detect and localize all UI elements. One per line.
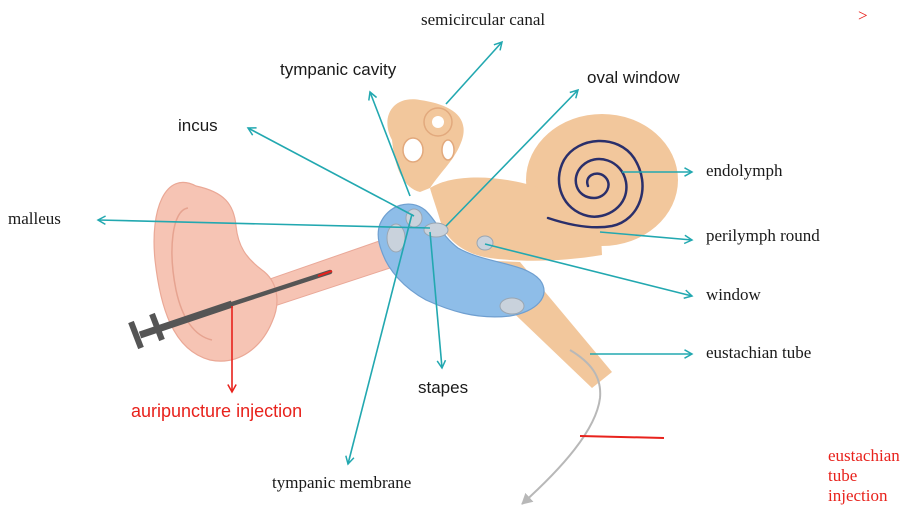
label-semicircular-canal: semicircular canal: [421, 10, 545, 30]
label-oval-window: oval window: [587, 68, 680, 88]
eustachian-opening: [500, 298, 524, 314]
semicircular-loop-inner: [432, 116, 444, 128]
label-stapes: stapes: [418, 378, 468, 398]
label-perilymph-round: perilymph round: [706, 226, 820, 246]
malleus-bone: [387, 224, 405, 252]
label-eustachian-tube: eustachian tube: [706, 343, 811, 363]
incus-bone: [406, 209, 422, 227]
label-window: window: [706, 285, 761, 305]
round-window: [477, 236, 493, 250]
arrow-semicircular-canal: [446, 42, 502, 104]
label-malleus: malleus: [8, 209, 61, 229]
semicircular-loop-left: [403, 138, 423, 162]
label-endolymph: endolymph: [706, 161, 783, 181]
label-incus: incus: [178, 116, 218, 136]
label-tympanic-membrane: tympanic membrane: [272, 473, 411, 493]
stapes-bone: [424, 223, 448, 237]
label-tympanic-cavity: tympanic cavity: [280, 60, 396, 80]
eustachian-injection-mark: [580, 436, 664, 438]
corner-mark: >: [858, 6, 868, 26]
syringe-plunger-a: [131, 322, 141, 348]
label-auripuncture-injection: auripuncture injection: [131, 401, 302, 422]
semicircular-loop-right: [442, 140, 454, 160]
label-eustachian-tube-injection: eustachian tube injection: [828, 446, 918, 506]
